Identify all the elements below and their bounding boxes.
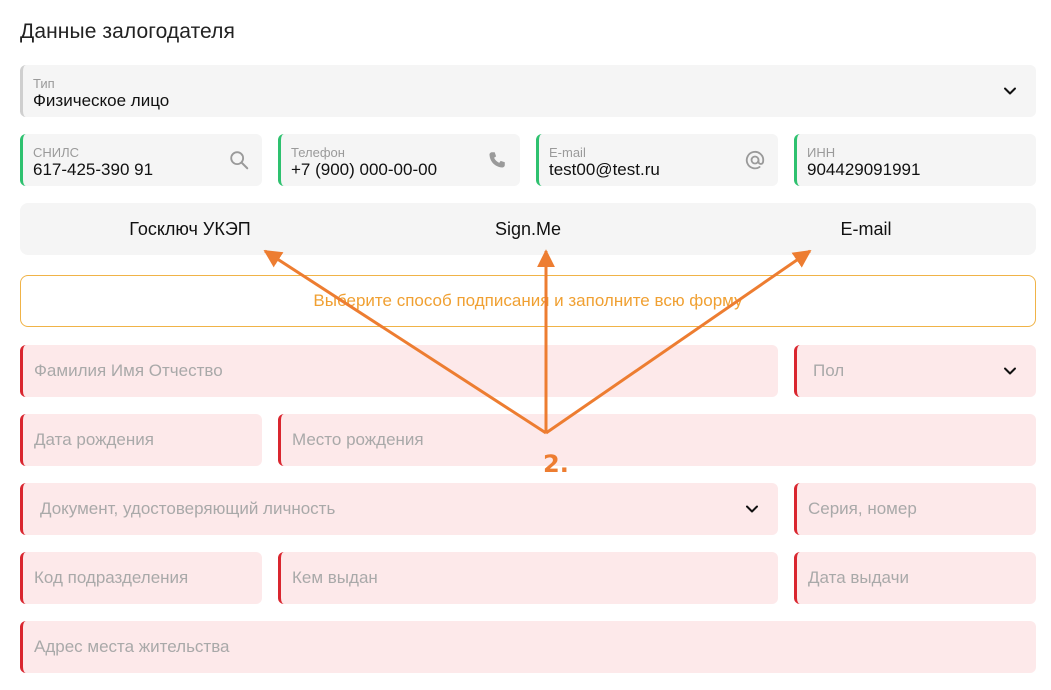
full-name-placeholder: Фамилия Имя Отчество: [34, 361, 223, 380]
type-select[interactable]: Тип Физическое лицо: [20, 65, 1036, 117]
id-document-placeholder: Документ, удостоверяющий личность: [40, 499, 336, 518]
annotation-step-label: 2.: [543, 450, 569, 478]
id-document-select[interactable]: Документ, удостоверяющий личность: [20, 483, 778, 535]
type-value: Физическое лицо: [33, 91, 170, 110]
division-code-input[interactable]: Код подразделения: [20, 552, 262, 604]
section-title: Данные залогодателя: [20, 20, 235, 43]
inn-label: ИНН: [807, 145, 836, 160]
snils-label: СНИЛС: [33, 145, 80, 160]
chevron-down-icon: [1004, 367, 1016, 375]
issued-by-input[interactable]: Кем выдан: [278, 552, 778, 604]
issue-date-placeholder: Дата выдачи: [808, 568, 909, 587]
phone-label: Телефон: [291, 145, 345, 160]
issue-date-input[interactable]: Дата выдачи: [794, 552, 1036, 604]
signing-option-goskey[interactable]: Госключ УКЭП: [129, 219, 251, 239]
birth-date-placeholder: Дата рождения: [34, 430, 154, 449]
inn-field[interactable]: ИНН 904429091991: [794, 134, 1036, 186]
address-placeholder: Адрес места жительства: [34, 637, 230, 656]
address-input[interactable]: Адрес места жительства: [20, 621, 1036, 673]
type-label: Тип: [33, 76, 55, 91]
series-number-placeholder: Серия, номер: [808, 499, 917, 518]
email-field[interactable]: E-mail test00@test.ru: [536, 134, 778, 186]
phone-icon: [489, 152, 505, 168]
signing-notice: Выберите способ подписания и заполните в…: [20, 275, 1036, 327]
phone-value: +7 (900) 000-00-00: [291, 160, 438, 179]
at-icon: [745, 150, 765, 170]
gender-select[interactable]: Пол: [794, 345, 1036, 397]
gender-placeholder: Пол: [813, 361, 845, 380]
division-code-placeholder: Код подразделения: [34, 568, 189, 587]
email-value: test00@test.ru: [549, 160, 660, 179]
birth-date-input[interactable]: Дата рождения: [20, 414, 262, 466]
chevron-down-icon: [746, 505, 758, 513]
chevron-down-icon: [1004, 87, 1016, 95]
birth-place-input[interactable]: Место рождения: [278, 414, 1036, 466]
signing-option-email[interactable]: E-mail: [840, 219, 892, 239]
snils-value: 617-425-390 91: [33, 160, 154, 179]
issued-by-placeholder: Кем выдан: [292, 568, 378, 587]
series-number-input[interactable]: Серия, номер: [794, 483, 1036, 535]
inn-value: 904429091991: [807, 160, 921, 179]
snils-field[interactable]: СНИЛС 617-425-390 91: [20, 134, 262, 186]
full-name-input[interactable]: Фамилия Имя Отчество: [20, 345, 778, 397]
signing-option-signme[interactable]: Sign.Me: [494, 219, 562, 239]
email-label: E-mail: [549, 145, 586, 160]
signing-method-selector: Госключ УКЭП Sign.Me E-mail: [20, 203, 1036, 255]
birth-place-placeholder: Место рождения: [292, 430, 424, 449]
search-icon[interactable]: [228, 149, 250, 171]
phone-field[interactable]: Телефон +7 (900) 000-00-00: [278, 134, 520, 186]
